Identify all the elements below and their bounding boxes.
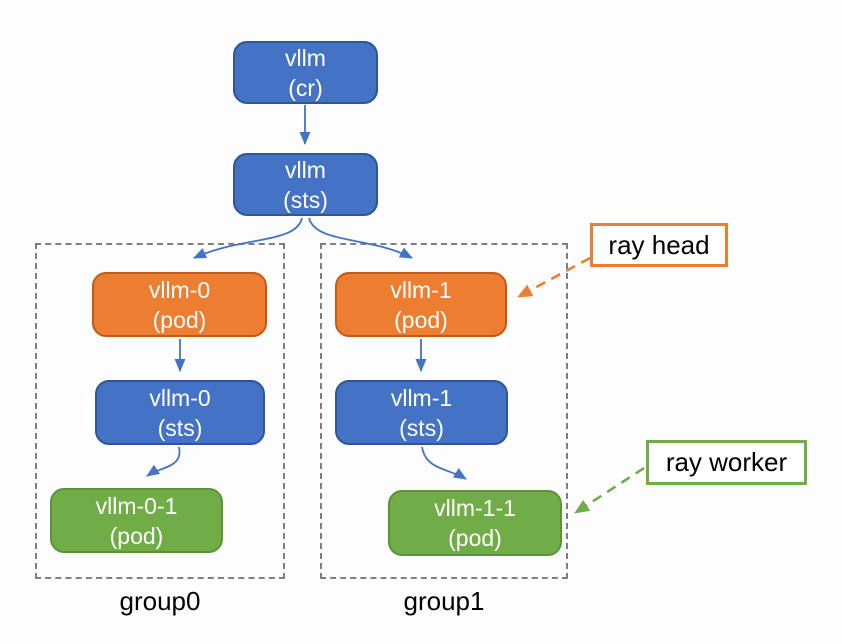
node-label: vllm-1 [390,276,452,303]
node-kind: (pod) [448,525,502,551]
node-label: vllm-0 [148,276,211,303]
group1-dashed-box [320,243,568,579]
node-kind: (pod) [109,522,164,549]
ray-head-callout: ray head [590,223,728,267]
ray-worker-callout: ray worker [646,440,807,485]
node-kind: (pod) [152,306,207,333]
edge-sts-to-pod0 [193,217,303,259]
group0-label: group0 [119,586,201,616]
node-kind: (sts) [399,414,444,441]
edge-rayworker-to-pod11 [574,466,645,515]
node-vllm-1-sts: vllm-1 (sts) [335,380,508,445]
node-vllm-0-sts: vllm-0 (sts) [95,380,265,445]
node-label: vllm [285,156,326,183]
ray-head-label: ray head [608,229,710,260]
node-vllm-0-1-pod: vllm-0-1 (pod) [50,488,223,553]
edge-rayhead-to-pod1 [517,256,591,299]
node-vllm-0-pod: vllm-0 (pod) [92,272,267,337]
edge-sts0-to-pod01 [146,446,181,477]
node-label: vllm-1-1 [434,495,516,521]
node-label: vllm-0 [149,384,211,411]
node-vllm-1-pod: vllm-1 (pod) [335,272,507,337]
node-label: vllm [285,44,326,71]
edge-sts-to-pod1 [308,217,413,259]
node-vllm-cr: vllm (cr) [233,41,378,104]
node-vllm-sts: vllm (sts) [233,153,378,216]
node-kind: (pod) [394,306,448,333]
edge-sts1-to-pod11 [421,446,467,480]
node-vllm-1-1-pod: vllm-1-1 (pod) [388,490,562,556]
node-label: vllm-1 [390,384,453,411]
node-kind: (cr) [288,74,323,101]
ray-worker-label: ray worker [665,447,788,477]
node-kind: (sts) [283,186,328,213]
group0-dashed-box [35,243,285,579]
node-kind: (sts) [157,414,203,441]
node-label: vllm-0-1 [95,492,178,519]
group1-label: group1 [403,586,485,616]
